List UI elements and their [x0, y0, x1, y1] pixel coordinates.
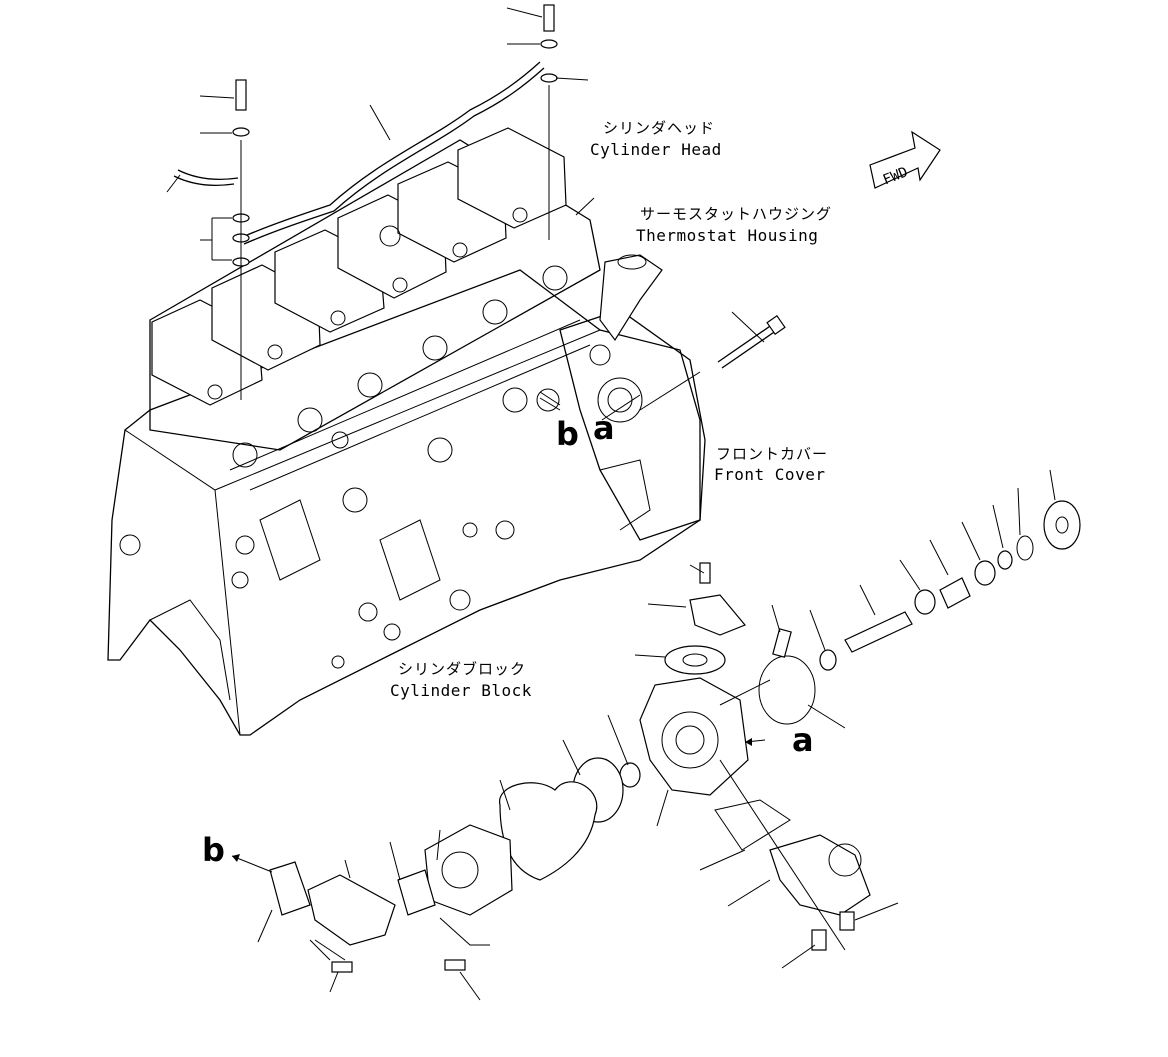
water-pump-housing-drawing [231, 197, 899, 1001]
thermostat-housing-label-jp: サーモスタットハウジング [640, 205, 833, 223]
ref-a-lower: a [792, 721, 814, 759]
thermostat-housing-label-en: Thermostat Housing [636, 226, 819, 245]
pipe-line-drawing [166, 4, 589, 400]
cylinder-head-label-jp: シリンダヘッド [603, 119, 716, 137]
water-pump-parts-drawing [758, 469, 1081, 729]
fwd-arrow-icon: FWD [869, 130, 941, 189]
cylinder-head-drawing [149, 127, 601, 468]
cylinder-block-label-en: Cylinder Block [390, 681, 532, 700]
front-cover-label-jp: フロントカバー [716, 445, 829, 463]
ref-b-lower: b [202, 831, 225, 869]
thermostat-drawing [539, 254, 786, 411]
ref-b-upper: b [556, 415, 579, 453]
cylinder-block-label-jp: シリンダブロック [398, 660, 527, 678]
ref-a-upper: a [593, 409, 615, 447]
cylinder-head-label-en: Cylinder Head [590, 140, 722, 159]
front-cover-label-en: Front Cover [714, 465, 826, 484]
